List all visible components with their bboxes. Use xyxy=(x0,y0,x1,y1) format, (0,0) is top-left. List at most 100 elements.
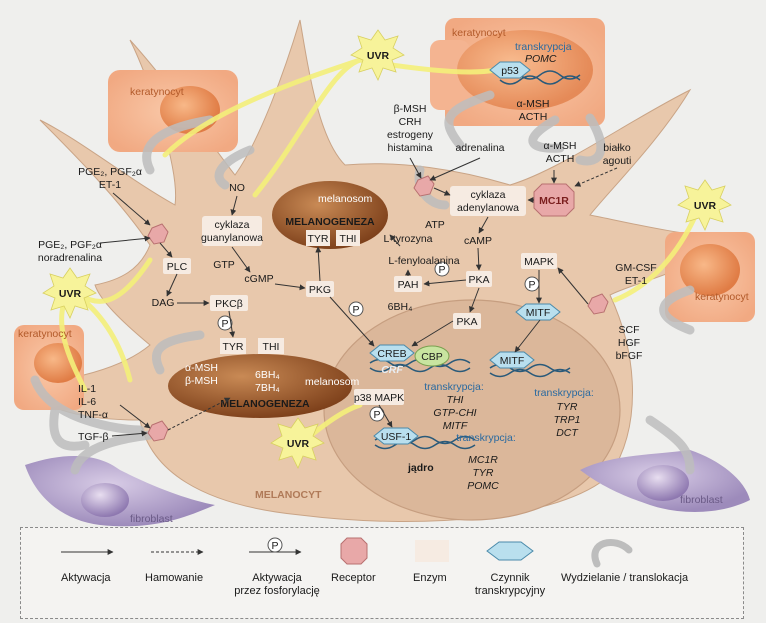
pka-box xyxy=(466,271,492,287)
hormone-3: estrogeny xyxy=(387,129,434,141)
mb-bh4-2: 7BH₄ xyxy=(255,382,280,394)
legend-receptor-icon xyxy=(340,537,368,565)
uvr-label-right: UVR xyxy=(694,200,717,212)
guanylyl-cyclase-2: guanylanowa xyxy=(201,232,263,244)
p53-factor xyxy=(489,61,531,79)
phospho-2: P xyxy=(348,301,364,317)
keratinocyte-upper-left xyxy=(108,70,238,152)
legend-tf-icon xyxy=(486,541,534,561)
creb-gene-2: GTP-CHI xyxy=(433,407,476,419)
agouti-1: białko xyxy=(603,142,631,154)
legend: P Aktywacja Hamowanie Aktywacja przez fo… xyxy=(20,527,744,619)
ktop-product-2: ACTH xyxy=(519,111,548,123)
dag-label: DAG xyxy=(152,297,175,309)
creb-gene-3: MITF xyxy=(443,420,468,432)
usf-gene-1: MC1R xyxy=(468,454,498,466)
mitf-nucleus-label: MITF xyxy=(500,355,525,367)
adenylyl-cyclase-1: cyklaza xyxy=(470,189,505,201)
svg-text:P: P xyxy=(438,264,445,276)
mc1r-label: MC1R xyxy=(539,195,569,207)
activation-arrows xyxy=(99,157,589,437)
pka-label: PKA xyxy=(468,274,489,286)
guanylyl-cyclase-1: cyklaza xyxy=(214,219,249,231)
label-keratinocyte-right: keratynocyt xyxy=(695,291,749,303)
legend-receptor-label: Receptor xyxy=(331,572,376,584)
right-factor-4: HGF xyxy=(618,337,640,349)
pah-box xyxy=(394,276,422,292)
legend-phospho-icon: P xyxy=(249,537,302,555)
creb-genes-heading: transkrypcja: xyxy=(424,381,484,393)
gtp-label: GTP xyxy=(213,259,235,271)
legend-phospho-label-2: przez fosforylację xyxy=(234,585,320,597)
label-keratinocyte-top: keratynocyt xyxy=(452,27,506,39)
substrate-tyrosine: L-tyrozyna xyxy=(383,233,432,245)
mc1r-ligand-1: α-MSH xyxy=(544,140,577,152)
label-keratinocyte-upper-left: keratynocyt xyxy=(130,86,184,98)
substrate-phenylalanine: L-fenyloalanina xyxy=(388,255,459,267)
creb-factor xyxy=(369,344,415,362)
pkg-box xyxy=(306,281,334,297)
legend-tf-label-1: Czynnik xyxy=(490,572,530,584)
receptor-mc1r: MC1R xyxy=(533,183,575,217)
p38-label: p38 MAPK xyxy=(354,392,404,404)
legend-secretion-icon xyxy=(591,539,633,568)
creb-label: CREB xyxy=(377,348,406,360)
phospho-4: P xyxy=(524,276,540,292)
tgfb-label: TGF-β xyxy=(78,431,109,443)
legend-tf-label-2: transkrypcyjny xyxy=(474,585,546,597)
mitf-gene-3: DCT xyxy=(556,427,579,439)
right-factor-3: SCF xyxy=(619,324,640,336)
melanosome-top: melanosom MELANOGENEZA TYR THI xyxy=(272,181,388,249)
label-nucleus: jądro xyxy=(407,462,434,474)
ktop-transcription: transkrypcja xyxy=(515,41,572,53)
atp-label: ATP xyxy=(425,219,445,231)
pge-top-1: PGE₂, PGF₂α xyxy=(78,166,142,178)
right-factor-2: ET-1 xyxy=(625,275,647,287)
pka-nucleus-box xyxy=(453,313,481,329)
mb-label: melanosom xyxy=(305,376,360,388)
mapk-label: MAPK xyxy=(524,256,554,268)
keratinocyte-right xyxy=(665,232,755,322)
no-label: NO xyxy=(229,182,245,194)
uvr-label-top: UVR xyxy=(367,50,390,62)
mitf-gene-2: TRP1 xyxy=(554,414,581,426)
legend-enzyme-icon xyxy=(415,540,449,562)
right-factor-1: GM-CSF xyxy=(615,262,656,274)
melanosome-bottom-enzyme-1: TYR xyxy=(223,341,244,353)
melanosome-top-process: MELANOGENEZA xyxy=(285,216,375,228)
uvr-star-right: UVR xyxy=(677,179,732,231)
crf-label: CRF xyxy=(381,364,403,376)
cytokine-3: TNF-α xyxy=(78,409,108,421)
melanosome-top-enzyme-2: THI xyxy=(340,233,357,245)
usf-gene-3: POMC xyxy=(467,480,499,492)
pah-label: PAH xyxy=(398,279,419,291)
inhibition-arrow-2 xyxy=(574,167,618,187)
mapk-box xyxy=(521,253,557,269)
pkcb-label: PKCβ xyxy=(215,298,243,310)
creb-gene-1: THI xyxy=(447,394,464,406)
uvr-label-left: UVR xyxy=(59,288,82,300)
mitf-cyto xyxy=(515,303,561,321)
svg-text:P: P xyxy=(352,304,359,316)
phospho-3: P xyxy=(434,261,450,277)
pkg-label: PKG xyxy=(309,284,331,296)
hormone-1: β-MSH xyxy=(394,103,427,115)
ktop-product-1: α-MSH xyxy=(517,98,550,110)
mb-ligand-2: β-MSH xyxy=(185,375,218,387)
cbp-factor xyxy=(414,345,450,367)
mb-bh4-1: 6BH₄ xyxy=(255,369,280,381)
receptor-tgfb xyxy=(147,420,169,442)
adenylyl-cyclase-box xyxy=(450,186,526,216)
guanylyl-cyclase-box xyxy=(202,216,262,246)
pka-nucleus-label: PKA xyxy=(456,316,477,328)
label-fibroblast-left: fibroblast xyxy=(130,513,173,525)
uvr-star-bottom: UVR xyxy=(270,417,325,469)
hormone-2: CRH xyxy=(399,116,422,128)
svg-text:P: P xyxy=(373,409,380,421)
p38-box xyxy=(354,389,404,405)
plc-label: PLC xyxy=(167,261,188,273)
mb-process: MELANOGENEZA xyxy=(220,398,310,410)
camp-label: cAMP xyxy=(464,235,492,247)
legend-phospho-label-1: Aktywacja xyxy=(252,572,302,584)
